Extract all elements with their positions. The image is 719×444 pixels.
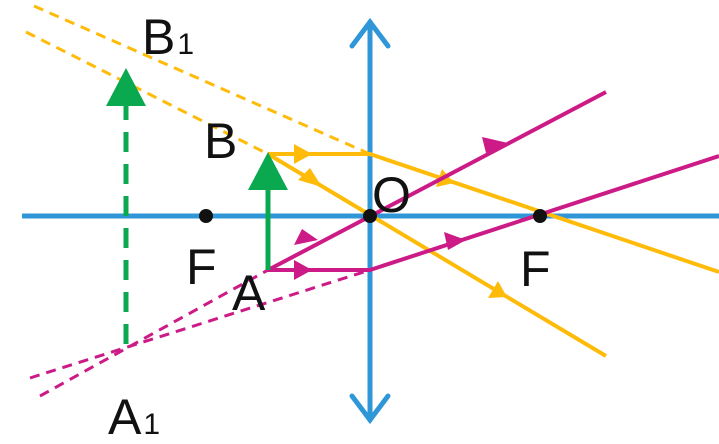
yellow-virtual-rays: [25, 4, 371, 156]
label-b1: B1: [142, 9, 194, 65]
focus-point-left: [199, 209, 213, 223]
label-f-right: F: [520, 241, 551, 297]
optical-center-point: [363, 209, 377, 223]
magenta-ray-arrows: [294, 137, 508, 280]
yellow-rays: [266, 152, 719, 358]
virtual-image-arrow: [106, 68, 146, 344]
label-a1: A1: [108, 389, 160, 444]
focus-point-right: [533, 209, 547, 223]
magenta-rays: [267, 90, 719, 272]
magenta-virtual-rays: [29, 268, 371, 398]
object-arrow: [248, 152, 288, 270]
label-b: B: [204, 113, 237, 169]
label-f-left: F: [186, 239, 217, 295]
label-a: A: [232, 265, 266, 321]
label-o: O: [372, 167, 411, 223]
